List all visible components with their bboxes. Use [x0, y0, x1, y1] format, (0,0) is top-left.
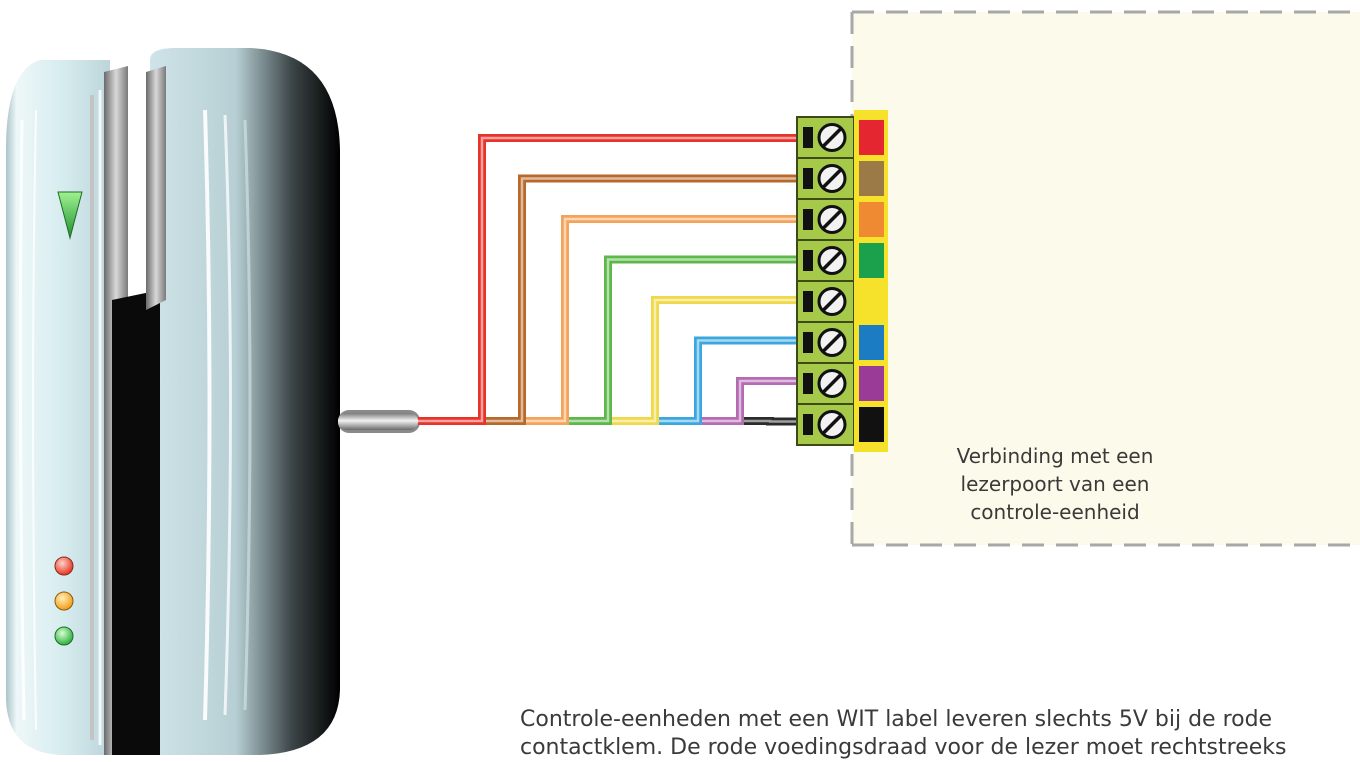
wire-entry-slot — [803, 127, 813, 148]
terminal-color-swatch — [859, 407, 884, 442]
caption-line-2: lezerpoort van een — [960, 472, 1150, 496]
terminal-color-swatch — [859, 161, 884, 196]
caption-line-3: controle-eenheid — [970, 500, 1140, 524]
screw-slot-icon — [821, 168, 843, 189]
wire-red-highlight — [418, 136, 800, 423]
wire-entry-slot — [803, 373, 813, 394]
cable-jacket — [338, 410, 420, 433]
card-reader — [6, 48, 340, 755]
green-led-icon — [54, 626, 74, 646]
wire-bundle — [418, 134, 800, 426]
arrow-indicator-icon — [57, 191, 83, 240]
terminal-color-swatch — [859, 284, 884, 319]
terminal-color-swatch — [859, 202, 884, 237]
terminal-color-swatch — [859, 120, 884, 155]
wire-entry-slot — [803, 250, 813, 271]
controller-panel — [850, 10, 1360, 547]
amber-led-icon — [54, 591, 74, 611]
terminal-color-swatch — [859, 243, 884, 278]
power-note: Controle-eenheden met een WIT label leve… — [520, 706, 1360, 762]
terminal-color-swatch — [859, 325, 884, 360]
screw-slot-icon — [821, 127, 843, 148]
screw-slot-icon — [821, 250, 843, 271]
terminal-block — [796, 110, 888, 452]
screw-slot-icon — [821, 414, 843, 435]
wire-entry-slot — [803, 332, 813, 353]
wire-entry-slot — [803, 414, 813, 435]
port-caption: Verbinding met een lezerpoort van een co… — [940, 442, 1170, 526]
wire-entry-slot — [803, 209, 813, 230]
note-line-2: contactklem. De rode voedingsdraad voor … — [520, 735, 1287, 760]
note-line-1: Controle-eenheden met een WIT label leve… — [520, 707, 1273, 732]
wire-entry-slot — [803, 291, 813, 312]
caption-line-1: Verbinding met een — [956, 444, 1154, 468]
terminal-color-swatch — [859, 366, 884, 401]
wire-entry-slot — [803, 168, 813, 189]
screw-slot-icon — [821, 209, 843, 230]
screw-slot-icon — [821, 291, 843, 312]
red-led-icon — [54, 556, 74, 576]
screw-slot-icon — [821, 332, 843, 353]
screw-slot-icon — [821, 373, 843, 394]
